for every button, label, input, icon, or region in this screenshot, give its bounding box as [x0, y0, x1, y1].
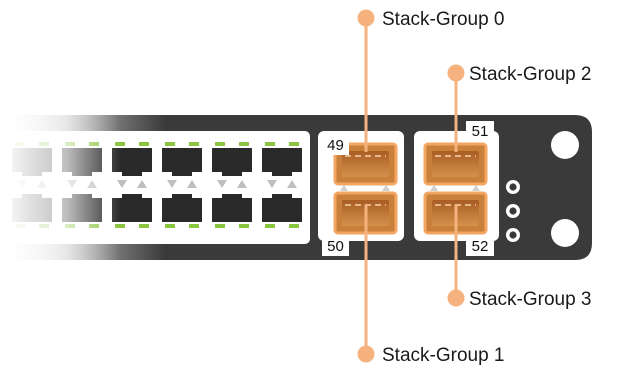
ethernet-port-icon — [262, 194, 302, 222]
mounting-hole-icon — [551, 131, 579, 159]
callout-dot — [357, 9, 375, 27]
sfp-port-icon[interactable] — [333, 142, 398, 186]
status-led-icon — [506, 180, 520, 242]
ethernet-port-icon — [212, 148, 252, 176]
ethernet-port-icon — [212, 194, 252, 222]
port-pair-arrow — [430, 185, 438, 191]
sfp-port-number: 49 — [327, 137, 344, 154]
ethernet-port-icon — [112, 148, 152, 176]
callout-dot — [357, 345, 375, 363]
ethernet-port-icon — [162, 148, 202, 176]
sfp-port-number: 52 — [472, 238, 489, 255]
port-pair-arrow — [340, 185, 348, 191]
port-pair-arrow — [472, 185, 480, 191]
callout-dot — [447, 64, 465, 82]
mounting-hole-icon — [551, 219, 579, 247]
stack-group-label: Stack-Group 1 — [382, 345, 505, 366]
sfp-port-number: 51 — [472, 123, 489, 140]
ethernet-port-icon — [262, 148, 302, 176]
stack-group-label: Stack-Group 0 — [382, 9, 505, 30]
port-pair-arrow — [382, 185, 390, 191]
stack-group-label: Stack-Group 2 — [469, 64, 592, 85]
left-fade-overlay — [0, 110, 120, 265]
callout-dot — [447, 289, 465, 307]
ethernet-port-icon — [112, 194, 152, 222]
sfp-port-icon[interactable] — [423, 191, 488, 235]
stack-group-label: Stack-Group 3 — [469, 289, 592, 310]
ethernet-port-icon — [162, 194, 202, 222]
sfp-port-number: 50 — [327, 238, 344, 255]
